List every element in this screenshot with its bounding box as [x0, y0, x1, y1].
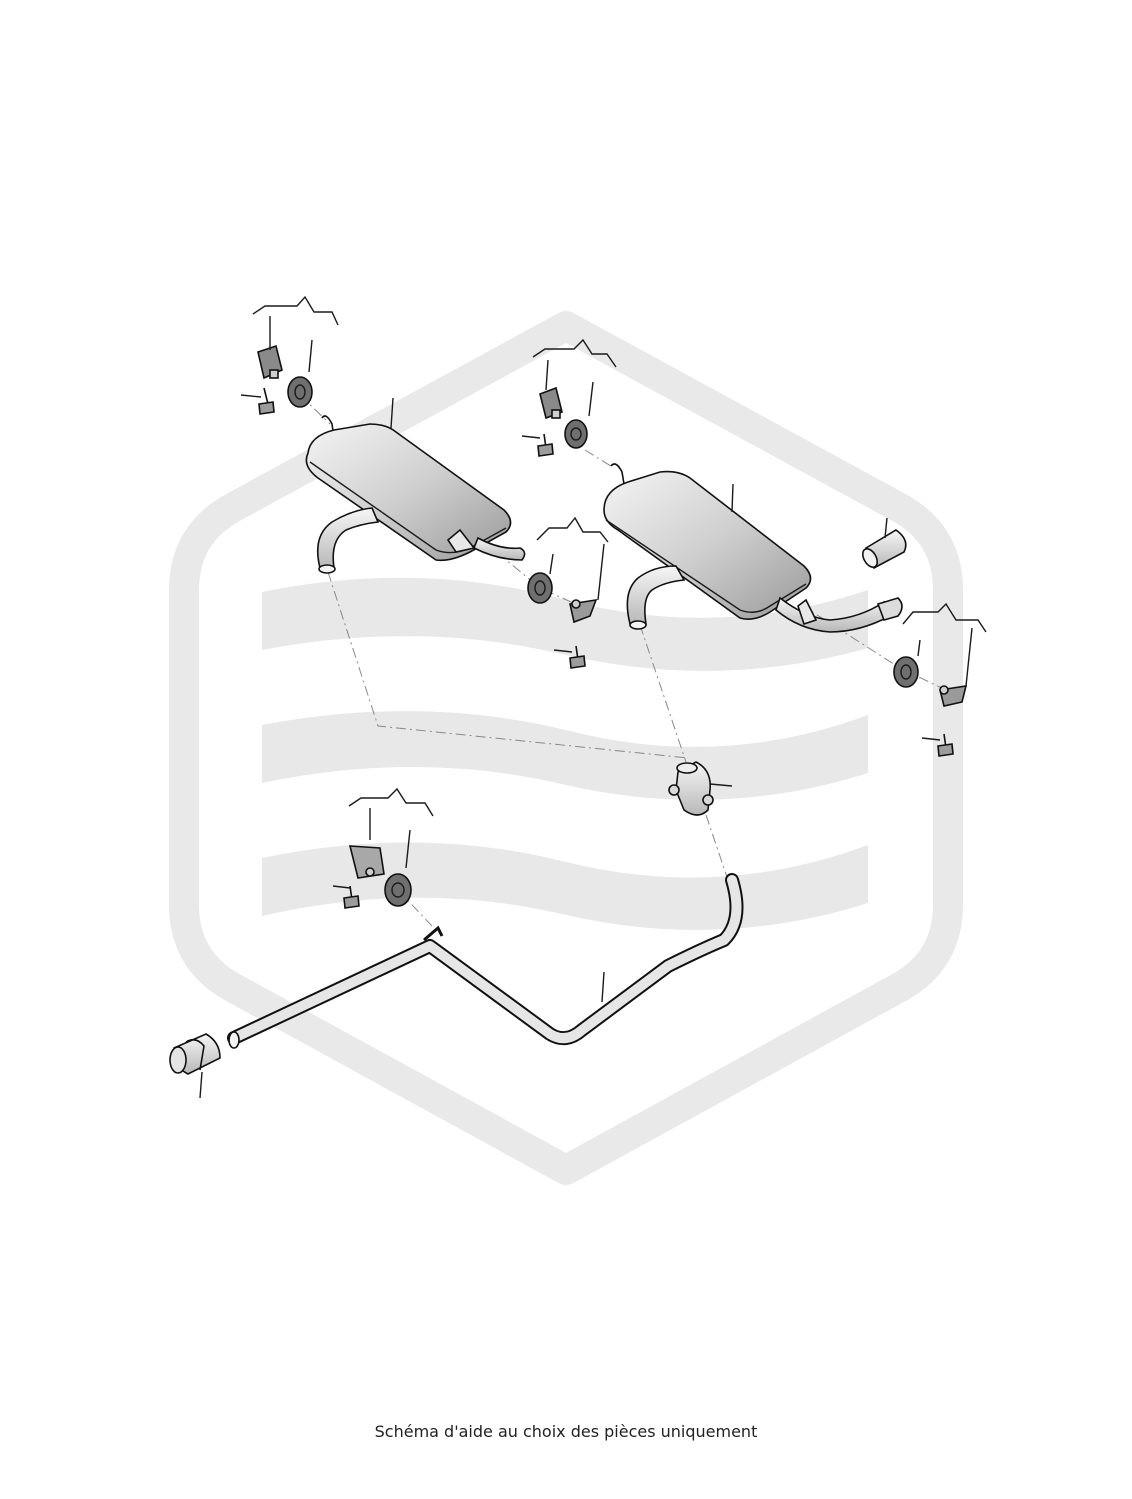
- middle-exhaust-pipe: [227, 873, 744, 1049]
- bolt: [569, 645, 586, 669]
- bolt: [537, 433, 554, 457]
- callout-bracket-lower-left: [348, 787, 434, 817]
- rear-muffler-right: [603, 463, 903, 633]
- bolt: [937, 733, 954, 757]
- mounting-bracket: [257, 344, 283, 380]
- mounting-bracket: [569, 599, 598, 624]
- rubber-hanger: [287, 376, 313, 408]
- mounting-bracket: [939, 685, 968, 707]
- tailpipe-sleeve: [861, 529, 907, 570]
- mounting-bracket: [348, 845, 385, 879]
- rubber-hanger: [893, 656, 919, 688]
- bracket-group: [257, 344, 968, 879]
- mounting-bracket: [539, 386, 563, 420]
- watermark-logo: [169, 311, 963, 1185]
- bolt: [258, 387, 275, 415]
- watermark-wave-2: [262, 711, 868, 800]
- callout-bracket-top-center: [532, 338, 617, 368]
- rubber-hanger: [384, 873, 412, 907]
- pipe-clamp: [169, 1033, 221, 1075]
- callout-bracket-right: [902, 602, 987, 633]
- rubber-hanger: [527, 572, 553, 604]
- pipe-connector: [668, 761, 714, 816]
- rear-muffler-left: [305, 415, 526, 574]
- bolt-group: [258, 387, 954, 909]
- bolt: [343, 885, 360, 909]
- hanger-group: [287, 376, 919, 907]
- callout-bracket-mid-center: [536, 516, 609, 543]
- rubber-hanger: [564, 419, 588, 449]
- watermark-wave-3: [262, 842, 868, 930]
- watermark-wave-1: [262, 577, 868, 671]
- callout-lines: [199, 295, 987, 1099]
- callout-bracket-top-left: [252, 295, 339, 326]
- diagram-caption: Schéma d'aide au choix des pièces unique…: [374, 1422, 758, 1441]
